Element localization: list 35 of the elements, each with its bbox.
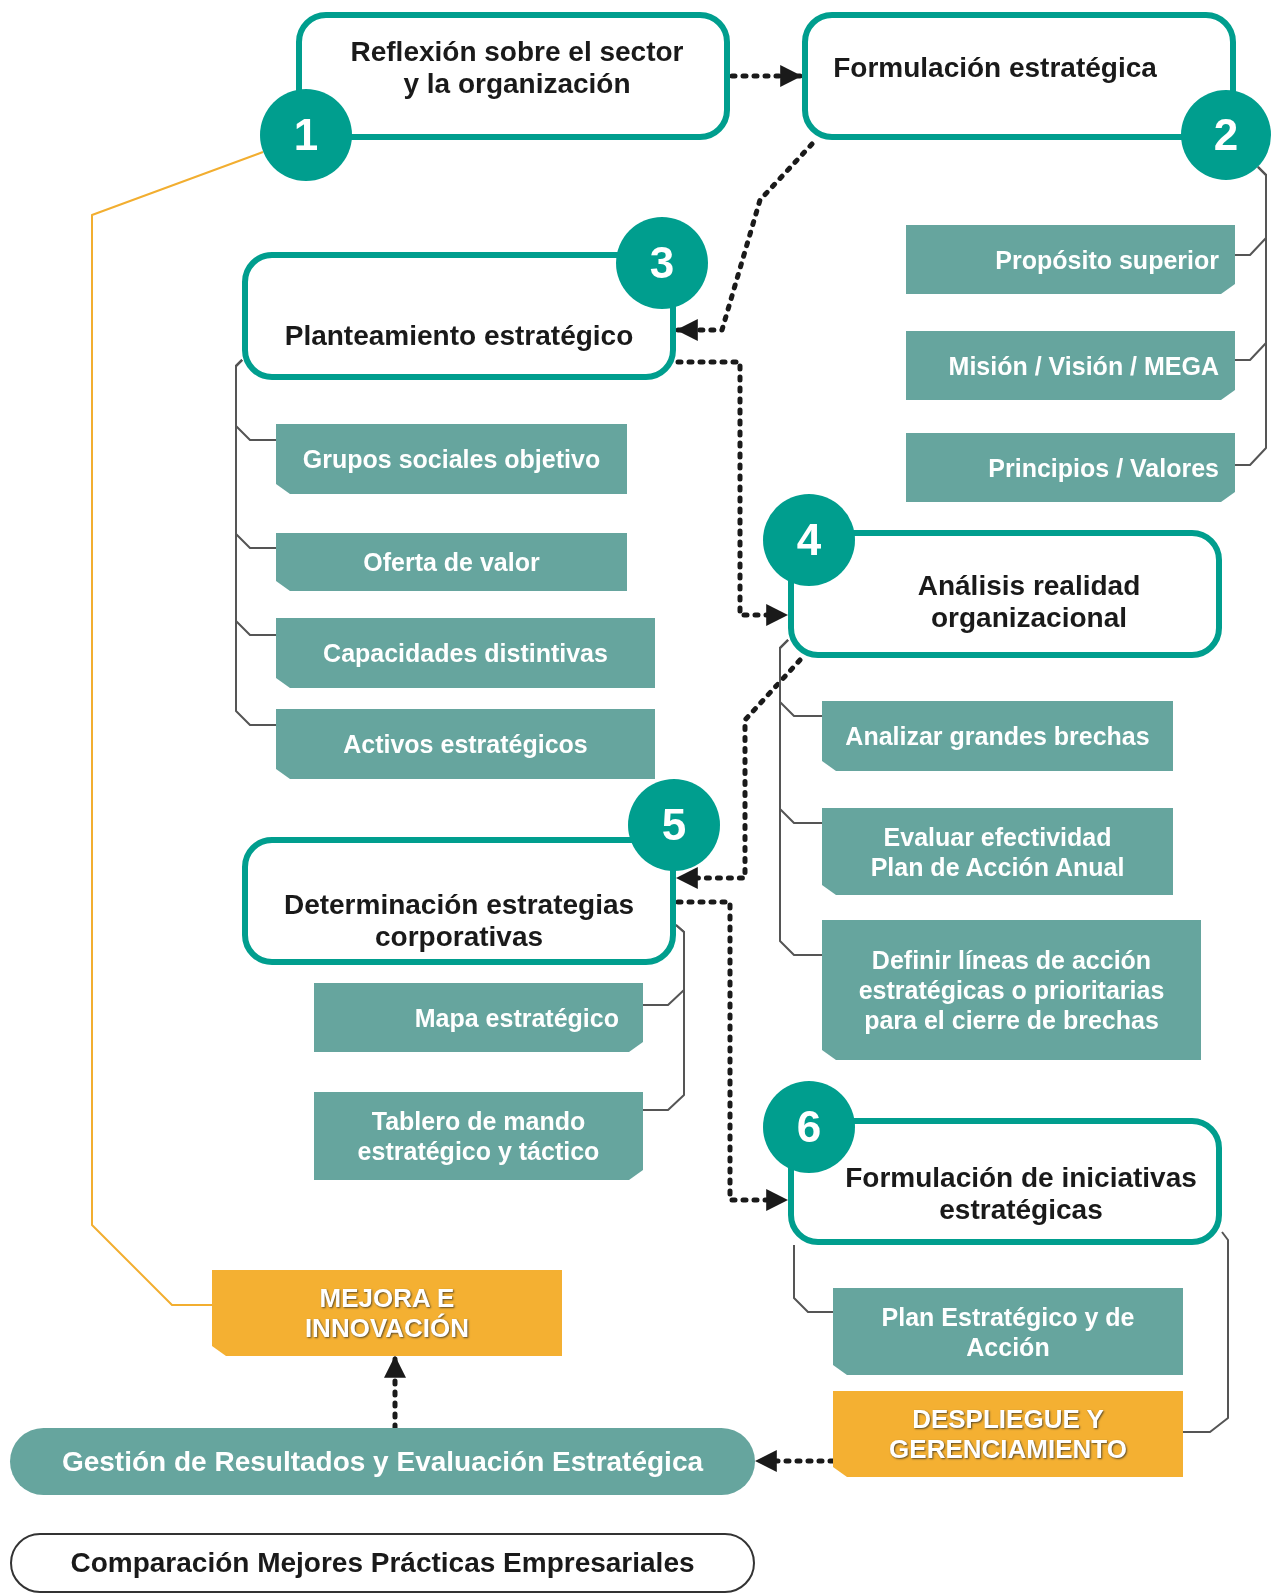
dotted-arrow xyxy=(729,65,803,87)
dotted-arrow xyxy=(675,899,789,1211)
step-number-badge: 2 xyxy=(1181,90,1271,180)
subtopic-tag: Capacidades distintivas xyxy=(276,618,655,688)
subtopic-tag: Activos estratégicos xyxy=(276,709,655,779)
subtopic-tag: Misión / Visión / MEGA xyxy=(906,331,1235,400)
subtopic-tag: Oferta de valor xyxy=(276,533,627,591)
step-number-badge: 3 xyxy=(616,217,708,309)
connector-line xyxy=(91,151,264,1306)
step-number-badge: 4 xyxy=(763,494,855,586)
step-number-badge: 1 xyxy=(260,89,352,181)
connector-line xyxy=(779,639,823,956)
subtopic-tag: Plan Estratégico y de Acción xyxy=(833,1288,1183,1375)
highlight-tag: MEJORA E INNOVACIÓN xyxy=(212,1270,562,1356)
highlight-tag: DESPLIEGUE Y GERENCIAMIENTO xyxy=(833,1391,1183,1477)
subtopic-tag: Grupos sociales objetivo xyxy=(276,424,627,494)
subtopic-tag: Tablero de mando estratégico y táctico xyxy=(314,1092,643,1180)
subtopic-tag: Analizar grandes brechas xyxy=(822,701,1173,771)
subtopic-tag: Mapa estratégico xyxy=(314,983,643,1052)
connector-line xyxy=(793,1244,834,1313)
subtopic-tag: Definir líneas de acción estratégicas o prioritarias para el cierre de brechas xyxy=(822,920,1201,1060)
dotted-arrow xyxy=(384,1355,406,1431)
step-number-badge: 5 xyxy=(628,779,720,871)
dotted-arrow xyxy=(675,141,815,341)
subtopic-tag: Propósito superior xyxy=(906,225,1235,294)
connector-line xyxy=(1234,166,1267,466)
connector-line xyxy=(642,924,685,1111)
subtopic-tag: Principios / Valores xyxy=(906,433,1235,502)
benchmark-banner: Comparación Mejores Prácticas Empresariales xyxy=(10,1533,755,1593)
subtopic-tag: Evaluar efectividad Plan de Acción Anual xyxy=(822,808,1173,895)
connector-line xyxy=(235,359,277,726)
dotted-arrow xyxy=(675,359,789,626)
connector-line xyxy=(1182,1231,1229,1433)
results-banner: Gestión de Resultados y Evaluación Estratégica xyxy=(10,1428,755,1495)
dotted-arrow xyxy=(675,657,803,889)
